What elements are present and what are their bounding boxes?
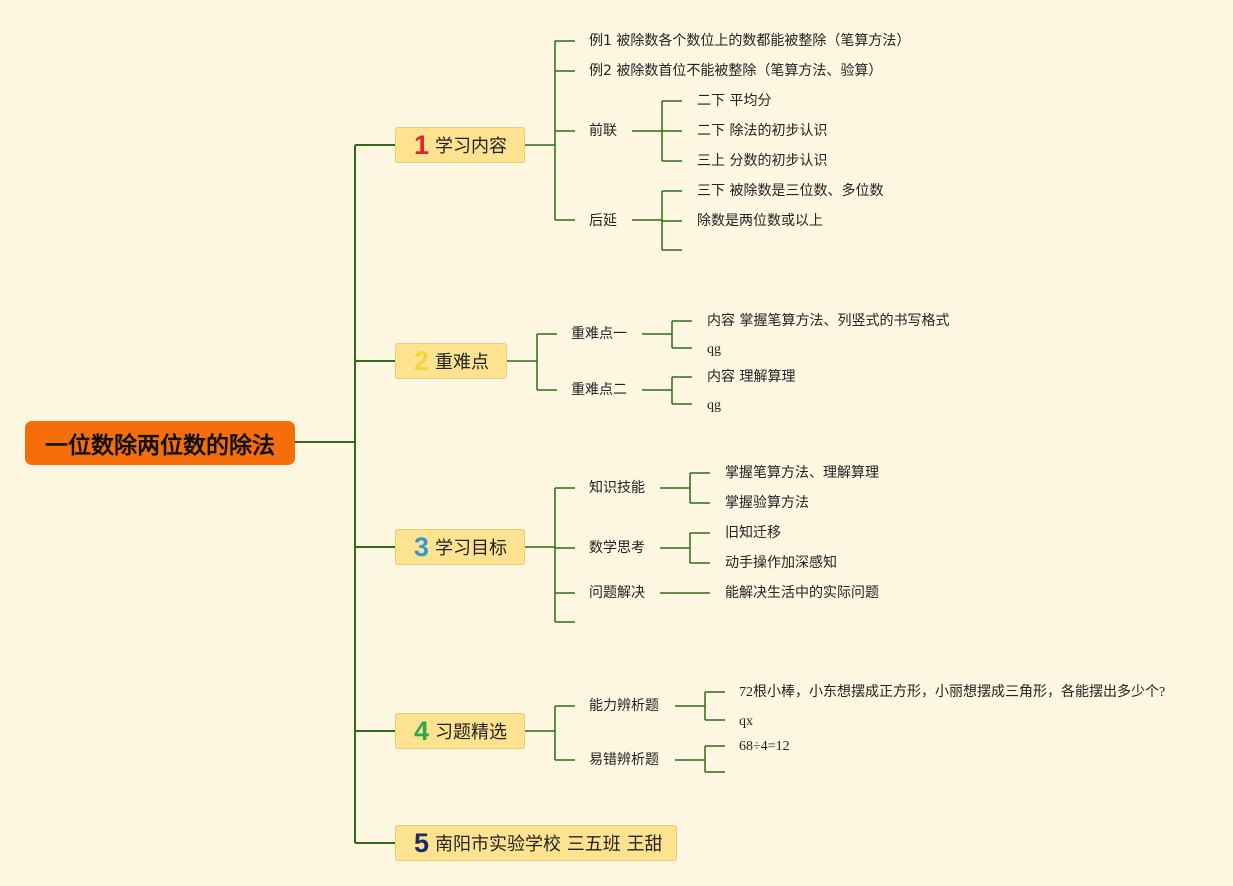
branch-learning-goals[interactable]: 3 学习目标 (395, 529, 525, 565)
topic-prior-links[interactable]: 前联 (589, 123, 617, 139)
number-three-icon: 3 (414, 531, 430, 562)
topic-ability-question-note[interactable]: qx (739, 714, 753, 729)
topic-prior-link-3[interactable]: 三上 分数的初步认识 (697, 153, 828, 169)
branch-key-points[interactable]: 2 重难点 (395, 343, 507, 379)
topic-math-thinking[interactable]: 数学思考 (589, 540, 645, 556)
topic-key-point-1-content[interactable]: 内容 掌握笔算方法、列竖式的书写格式 (707, 313, 950, 329)
topic-example-1[interactable]: 例1 被除数各个数位上的数都能被整除（笔算方法） (589, 33, 911, 49)
topic-key-point-1-note[interactable]: qg (707, 342, 721, 357)
topic-key-point-2[interactable]: 重难点二 (571, 382, 627, 398)
topic-knowledge-skills[interactable]: 知识技能 (589, 480, 645, 496)
branch-label: 学习目标 (435, 538, 508, 559)
topic-key-point-2-note[interactable]: qg (707, 398, 721, 413)
topic-knowledge-skills-2[interactable]: 掌握验算方法 (725, 495, 809, 511)
topic-key-point-1[interactable]: 重难点一 (571, 326, 627, 342)
root-node[interactable]: 一位数除两位数的除法 (25, 421, 295, 465)
topic-error-question[interactable]: 易错辨析题 (589, 752, 659, 768)
branch-label: 习题精选 (435, 722, 508, 743)
branch-label: 学习内容 (435, 136, 508, 157)
topic-example-2[interactable]: 例2 被除数首位不能被整除（笔算方法、验算） (589, 63, 883, 79)
topic-prior-link-1[interactable]: 二下 平均分 (697, 93, 772, 109)
topic-extension-2[interactable]: 除数是两位数或以上 (697, 213, 823, 229)
topic-math-thinking-1[interactable]: 旧知迁移 (725, 525, 781, 541)
topic-extension[interactable]: 后延 (589, 213, 617, 229)
branch-author[interactable]: 5 南阳市实验学校 三五班 王甜 (395, 825, 677, 861)
number-four-icon: 4 (414, 715, 430, 746)
number-one-icon: 1 (414, 129, 430, 160)
branch-label: 重难点 (435, 352, 490, 373)
topic-error-question-content[interactable]: 68÷4=12 (739, 739, 790, 754)
topic-math-thinking-2[interactable]: 动手操作加深感知 (725, 555, 837, 571)
branch-learning-content[interactable]: 1 学习内容 (395, 127, 525, 163)
number-five-icon: 5 (414, 827, 430, 858)
topic-ability-question[interactable]: 能力辨析题 (589, 698, 659, 714)
topic-knowledge-skills-1[interactable]: 掌握笔算方法、理解算理 (725, 465, 879, 481)
topic-ability-question-content[interactable]: 72根小棒，小东想摆成正方形，小丽想摆成三角形，各能摆出多少个? (739, 685, 1166, 700)
number-two-icon: 2 (414, 345, 430, 376)
topic-problem-solving[interactable]: 问题解决 (589, 585, 645, 601)
branch-exercises[interactable]: 4 习题精选 (395, 713, 525, 749)
topic-key-point-2-content[interactable]: 内容 理解算理 (707, 369, 796, 385)
topic-prior-link-2[interactable]: 二下 除法的初步认识 (697, 123, 828, 139)
topic-problem-solving-1[interactable]: 能解决生活中的实际问题 (725, 585, 879, 601)
branch-label: 南阳市实验学校 三五班 王甜 (435, 834, 663, 855)
topic-extension-1[interactable]: 三下 被除数是三位数、多位数 (697, 183, 884, 199)
